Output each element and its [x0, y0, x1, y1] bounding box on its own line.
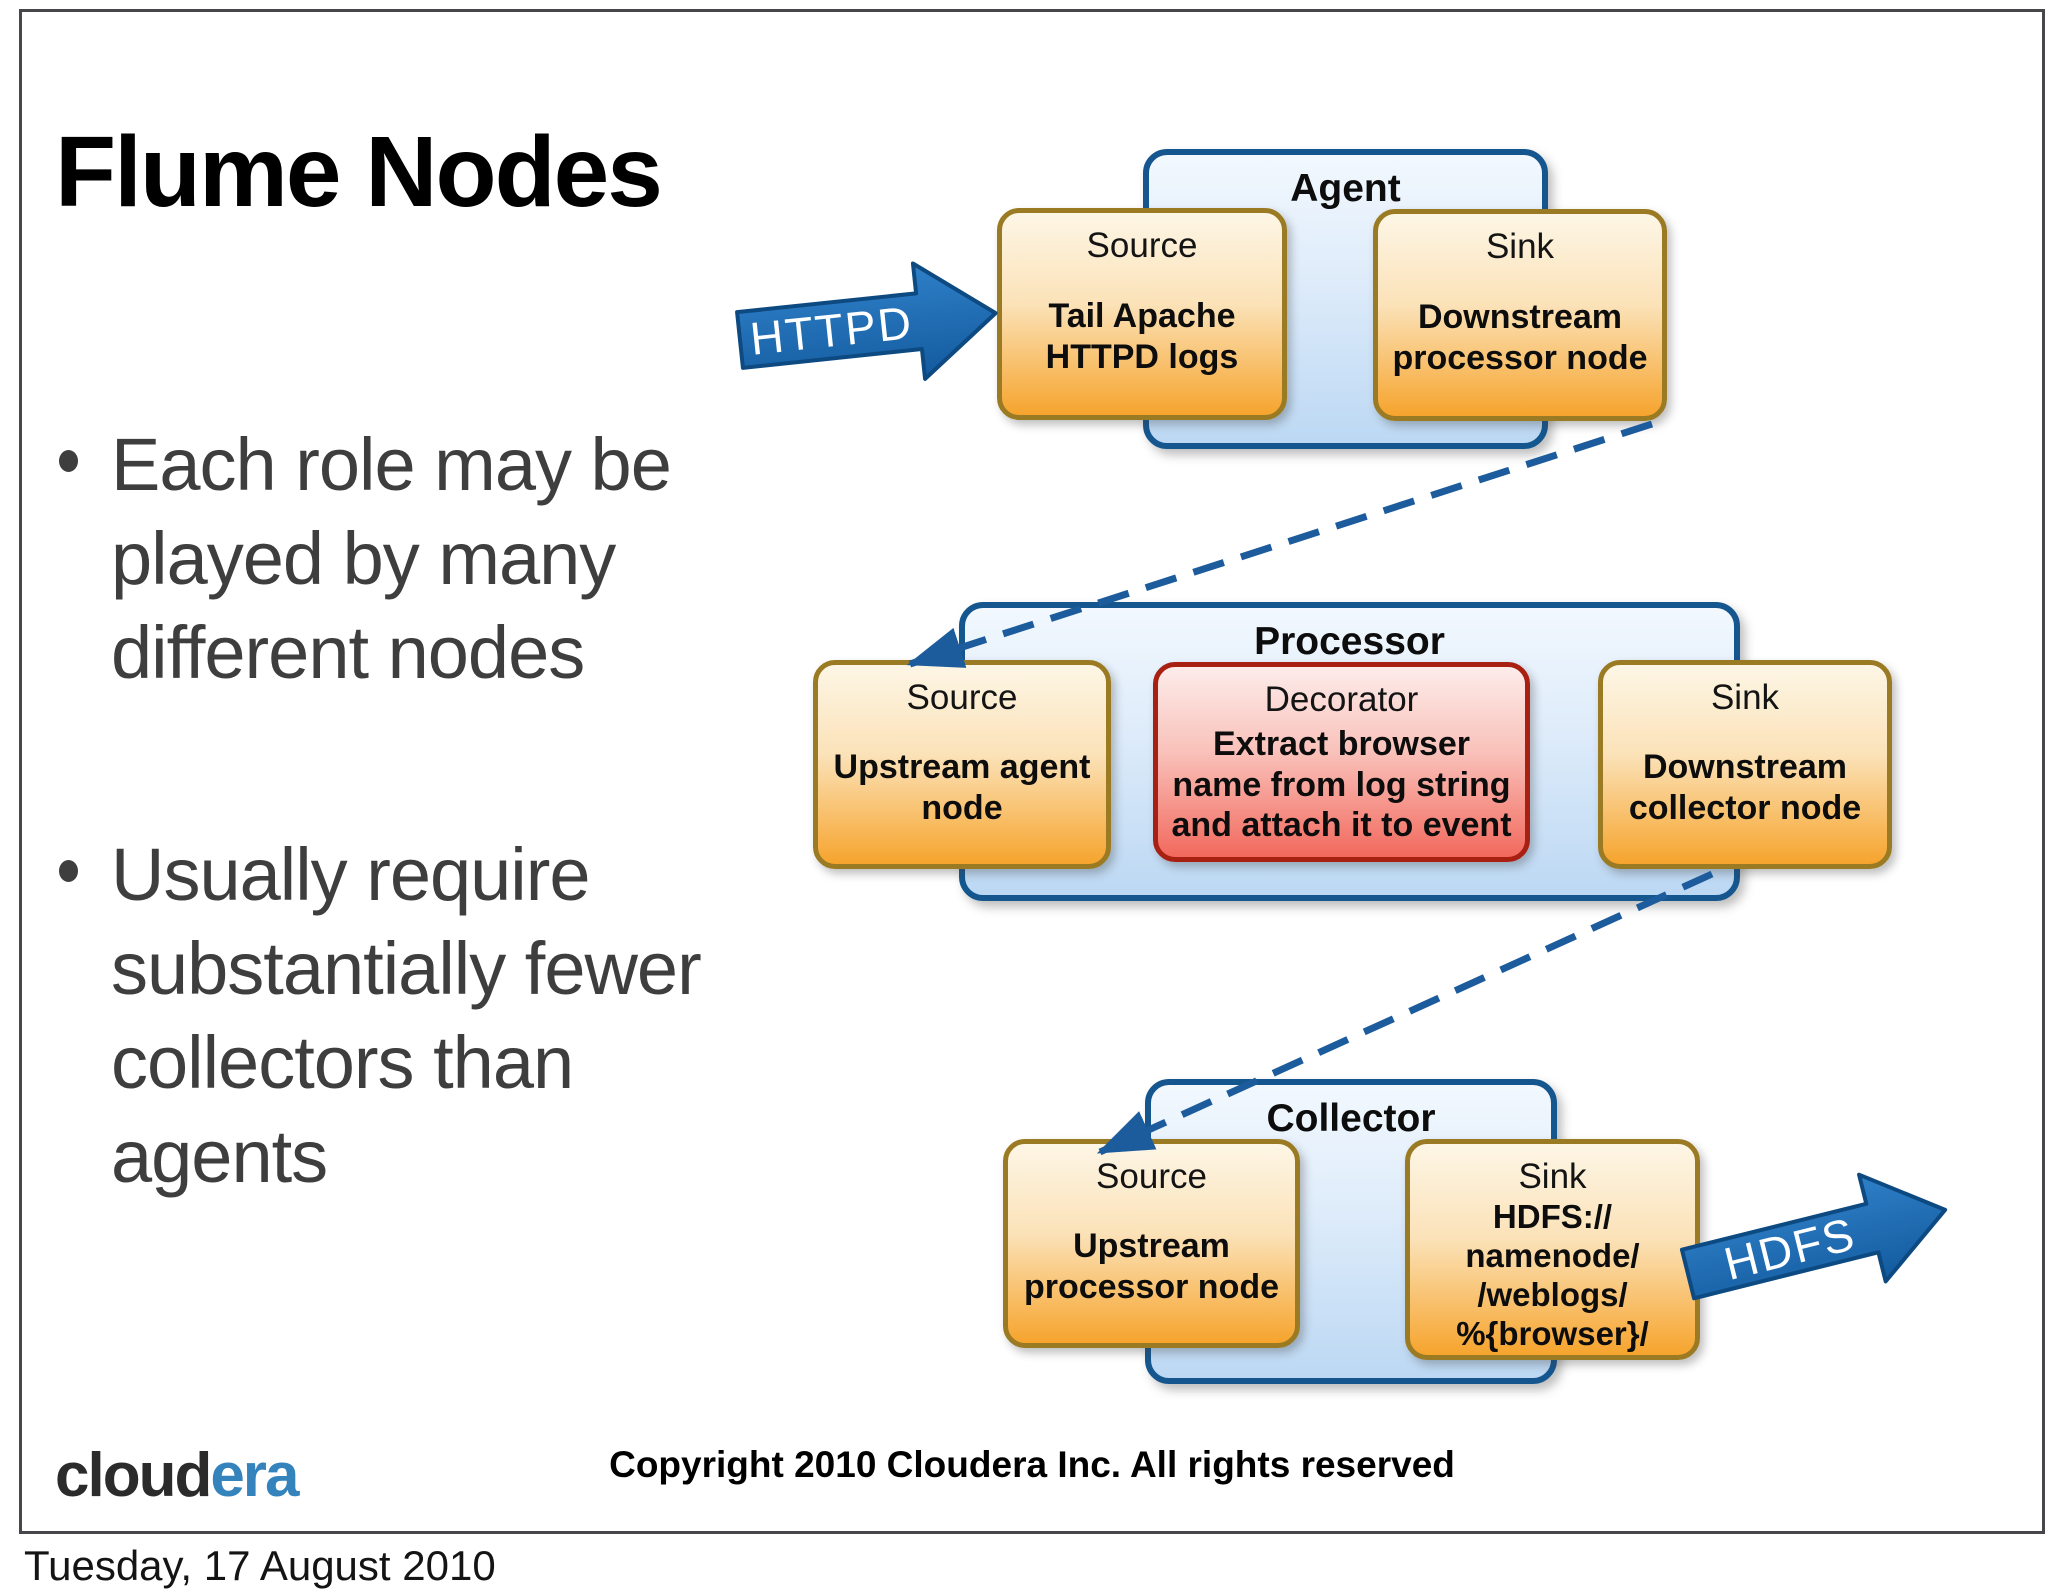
- node-role-label: Source: [1086, 226, 1198, 265]
- node-body-text: HDFS:// namenode/ /weblogs/ %{browser}/: [1456, 1198, 1649, 1352]
- processor-decorator-node: Decorator Extract browser name from log …: [1153, 662, 1530, 862]
- node-body-text: Downstream collector node: [1628, 747, 1862, 827]
- collector-group-label: Collector: [1266, 1097, 1436, 1140]
- node-role-label: Sink: [1485, 227, 1555, 266]
- node-role-label: Sink: [1518, 1157, 1587, 1196]
- collector-source-node: Source Upstream processor node: [1003, 1139, 1300, 1348]
- agent-source-node: Source Tail Apache HTTPD logs: [997, 208, 1287, 420]
- logo-text-blue: era: [210, 1441, 299, 1510]
- bullet-text: Usually require substantially fewer coll…: [111, 833, 702, 1198]
- slide-title: Flume Nodes: [55, 116, 663, 228]
- date-text: Tuesday, 17 August 2010: [24, 1542, 496, 1589]
- node-body-text: Upstream agent node: [833, 747, 1091, 827]
- logo-text-dark: cloud: [55, 1441, 212, 1510]
- bullet-item-2: Usually require substantially fewer coll…: [55, 828, 735, 1204]
- node-role-label: Sink: [1710, 678, 1780, 717]
- processor-source-node: Source Upstream agent node: [813, 660, 1111, 869]
- node-body-text: Downstream processor node: [1392, 298, 1648, 377]
- bullet-item-1: Each role may be played by many differen…: [55, 418, 735, 700]
- copyright-text: Copyright 2010 Cloudera Inc. All rights …: [609, 1444, 1455, 1485]
- bullet-dot: [59, 450, 78, 472]
- node-role-label: Decorator: [1264, 680, 1419, 719]
- agent-group-label: Agent: [1290, 167, 1401, 210]
- bullet-text: Each role may be played by many differen…: [111, 423, 672, 694]
- node-role-label: Source: [1096, 1157, 1207, 1196]
- processor-sink-node: Sink Downstream collector node: [1598, 660, 1892, 869]
- collector-sink-node: Sink HDFS:// namenode/ /weblogs/ %{brows…: [1405, 1139, 1700, 1360]
- agent-sink-node: Sink Downstream processor node: [1373, 209, 1667, 421]
- node-role-label: Source: [906, 678, 1018, 717]
- node-body-text: Extract browser name from log string and…: [1171, 724, 1512, 845]
- bullet-dot: [59, 860, 78, 882]
- node-body-text: Tail Apache HTTPD logs: [1045, 297, 1239, 376]
- node-body-text: Upstream processor node: [1023, 1226, 1280, 1306]
- cloudera-logo: cloudera: [55, 1445, 299, 1507]
- processor-group-label: Processor: [1254, 620, 1445, 663]
